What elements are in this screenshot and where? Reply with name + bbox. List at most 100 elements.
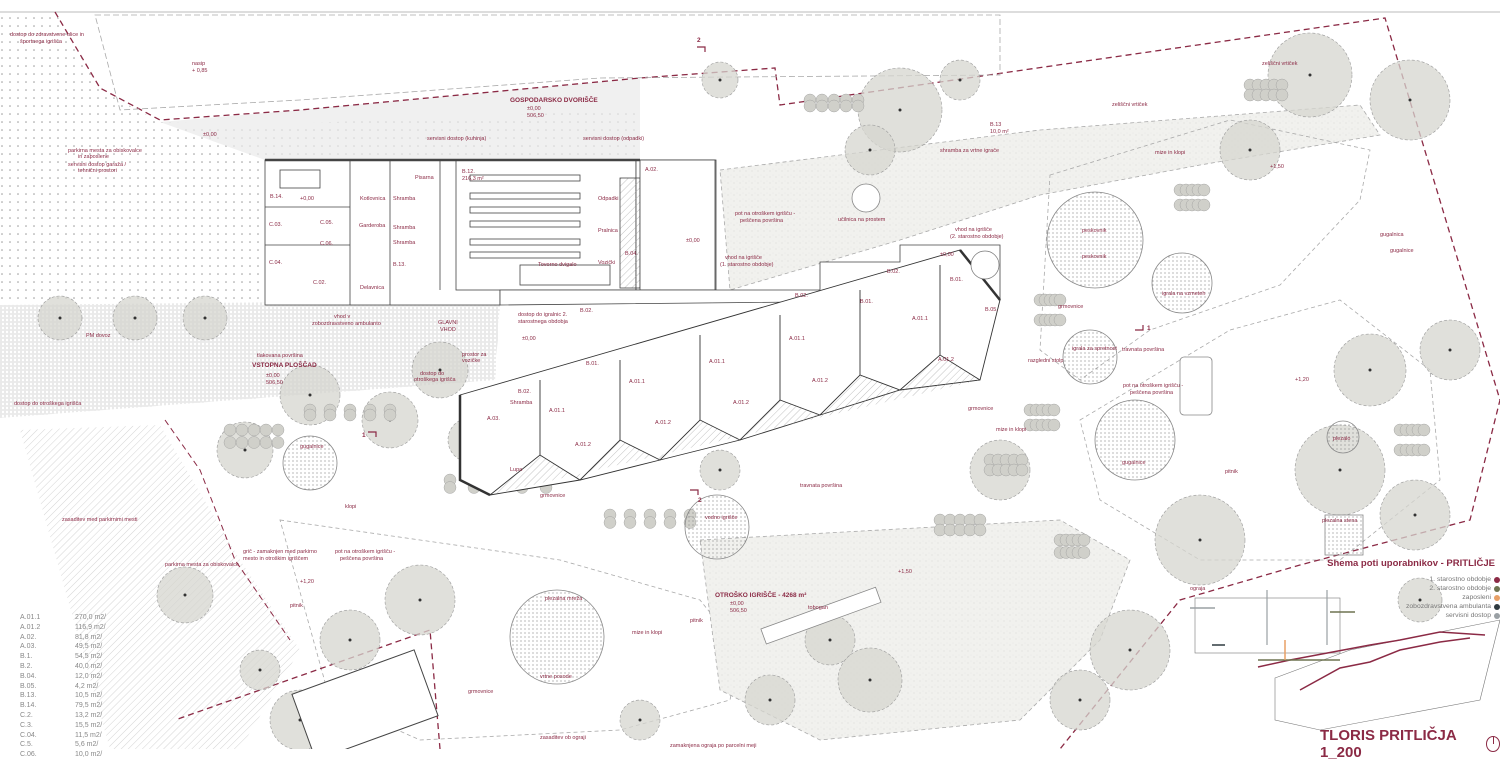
label: pitnik [1225,469,1238,475]
tree-trunk [898,108,902,112]
area-row: C.2.13,2 m2/ [20,711,106,721]
label: igrala na vzmeteh [1162,291,1205,297]
north-arrow-icon [1485,736,1500,752]
label: pitnik [690,618,703,624]
shrub [815,99,829,113]
trees [37,32,1481,749]
label: VHOD [440,327,456,333]
legend-dot-icon [1494,576,1500,583]
label: otroškega igrišča [414,377,457,383]
label: shramba za vrtne igrače [940,148,999,154]
area-room: B.14. [20,702,37,710]
area-row: B.13.10,5 m2/ [20,691,106,701]
label: zeliščni vrtiček [1262,61,1298,67]
shrub [1053,293,1067,307]
label: grmovnice [468,689,493,695]
label: vhod na igrišče [725,255,762,261]
label: ±0,00 [266,373,280,379]
outdoor-class-circle [851,183,881,213]
label: (1. starostno obdobje) [720,262,774,268]
sheet-title-text: TLORIS PRITLIČJA 1_200 [1320,727,1457,761]
label: dostop do [420,371,444,377]
tree-trunk [348,638,352,642]
legend-item: 2. starostno obdobje [1270,584,1500,593]
area-row: C.5. 5,6 m2/ [20,740,106,750]
area-value: 13,2 m2/ [75,711,103,719]
shrub [1077,546,1091,559]
room-label: Odpadki [598,196,619,202]
room-label: A.01.1 [629,379,645,385]
label: grmovnice [968,406,993,412]
label: grmovnice [1058,304,1083,310]
tree-trunk [718,468,722,472]
tree-trunk [1078,698,1082,702]
room-label: A.01.2 [733,400,749,406]
swings-left [282,435,338,491]
tree-trunk [868,148,872,152]
label: peskovnik [1082,254,1107,260]
area-row: A.02.81,8 m2/ [20,633,106,643]
label: + 0,85 [192,68,207,74]
label: mize in klopi [996,427,1026,433]
area-room: B.04. [20,672,37,680]
label: pot na otroškem igrišču - [335,549,395,555]
area-value: 4,2 m2/ [75,682,99,690]
shrub [247,436,261,449]
label: 506,50 [266,380,283,386]
room-label: Lupa [510,467,523,473]
tree-trunk [718,78,722,82]
area-row: A.03.49,5 m2/ [20,642,106,652]
room-label: B.04. [625,251,638,257]
area-value: 11,5 m2/ [75,731,102,739]
site-boundary [54,11,1500,749]
area-row: C.04.11,5 m2/ [20,731,106,741]
area-value: 5,6 m2/ [75,741,99,749]
label: mesto in otroškim igriščem [243,556,309,562]
swings-right [1094,399,1176,481]
area-value: 10,5 m2/ [75,692,103,700]
label: servisni dostop (odpadki) [583,136,644,142]
room-label: A.01.1 [709,359,725,365]
section-label: 2 [698,497,702,504]
area-room: C.5. [20,741,33,749]
tree-trunk [868,678,872,682]
area-value: 81,8 m2/ [75,633,103,641]
room-label: A.01.1 [912,316,928,322]
label: tobogan [808,605,828,611]
shrub [1197,183,1211,197]
legend-title: Shema poti uporabnikov - PRITLIČJE [1327,558,1495,569]
play-areas [282,183,1364,685]
spring-toys [1151,252,1213,314]
label: nasip [192,61,205,67]
tree-trunk [133,316,137,320]
room-label: C.05. [320,220,334,226]
area-value: 12,0 m2/ [75,672,103,680]
shrub [1417,423,1431,437]
climbing-wall [1324,514,1364,556]
label: parkirna mesta za obiskovalce [68,148,142,154]
area-row: B.04. 12,0 m2/ [20,672,106,682]
shrub [839,99,853,113]
label: pot na otroškem igrišču - [1123,383,1183,389]
area-room: B.1. [20,653,33,661]
label: vozičke [462,358,480,364]
section-label: 1 [1147,325,1151,332]
area-row: B.1.54,5 m2/ [20,652,106,662]
area-room: C.3. [20,721,33,729]
room-label: Delavnica [360,285,385,291]
legend-label: servisni dostop [1445,612,1491,619]
tree-trunk [828,638,832,642]
shrub [1053,313,1067,327]
area-value: 15,5 m2/ [75,721,103,729]
room-label: Shramba [393,225,416,231]
path-legend: Shema poti uporabnikov - PRITLIČJE 1. st… [1270,558,1500,620]
area-row: B.14.79,5 m2/ [20,701,106,711]
spiral-stair [970,250,1000,280]
shrub [1197,198,1211,212]
sandpit [1046,191,1144,289]
tree-trunk [418,598,422,602]
label: servisni dostop garaža / [68,162,127,168]
service-yard [160,78,640,160]
label: travnata površina [800,483,843,489]
